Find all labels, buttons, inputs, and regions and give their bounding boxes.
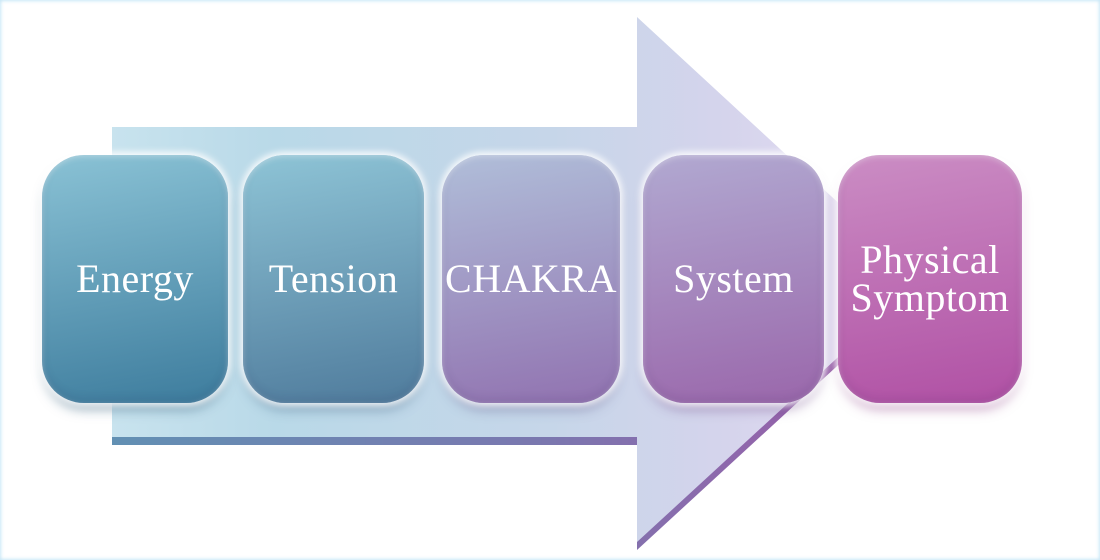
step-label-energy: Energy [76,256,194,301]
step-box-tension: Tension [243,155,424,403]
step-box-physical-symptom: Physical Symptom [838,155,1022,403]
step-label-chakra: CHAKRA [445,256,617,301]
step-box-energy: Energy [42,155,228,403]
step-box-chakra: CHAKRA [442,155,620,403]
step-box-system: System [643,155,824,403]
step-label-tension: Tension [268,256,399,301]
step-label-system: System [673,256,794,301]
step-label-physical-symptom: Physical Symptom [850,237,1010,320]
